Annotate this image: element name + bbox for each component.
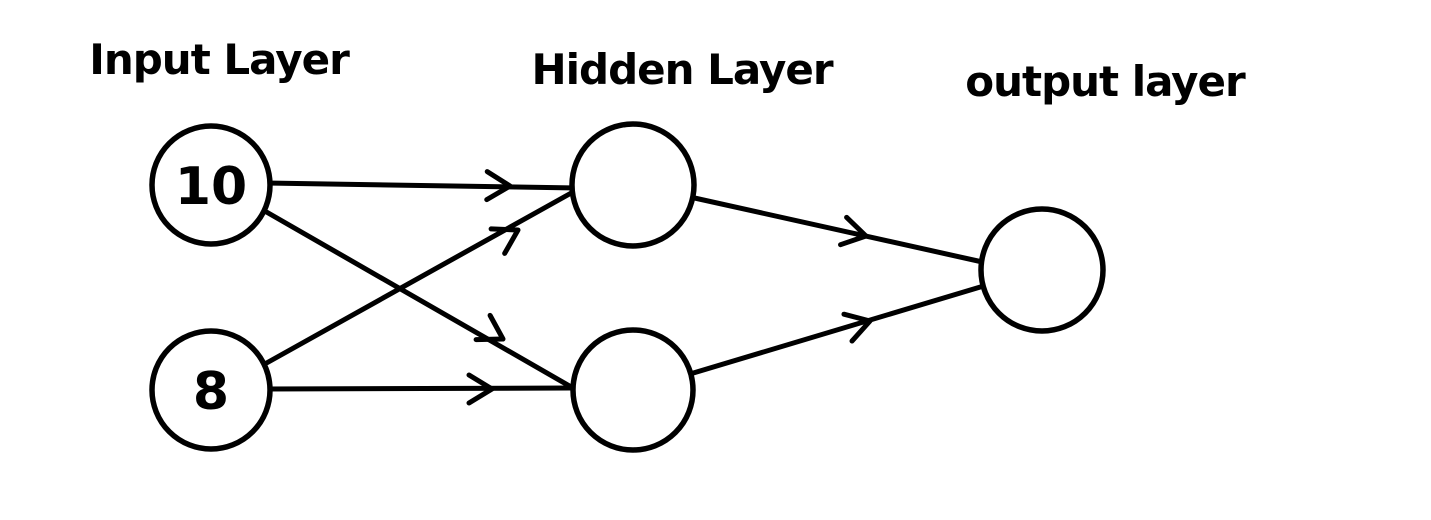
edge-input1-to-hidden1 <box>263 169 581 203</box>
node-circle <box>570 327 696 453</box>
node-circle <box>149 123 273 247</box>
arrowhead-icon <box>838 214 869 248</box>
edge-line <box>260 207 576 391</box>
node-hidden-1 <box>569 121 697 249</box>
hidden-layer-label: Hidden Layer <box>531 45 833 94</box>
edge-hidden2-to-output1 <box>687 282 990 377</box>
node-input-2-label: 8 <box>193 362 229 422</box>
node-input-2: 8 <box>149 328 273 452</box>
node-output-1 <box>978 206 1106 334</box>
arrowhead-icon <box>484 169 513 203</box>
edge-input1-to-hidden2 <box>260 207 576 391</box>
arrowhead-icon <box>466 372 495 406</box>
edge-line <box>687 282 990 377</box>
edge-input2-to-hidden2 <box>263 372 574 406</box>
edge-line <box>260 189 576 368</box>
node-circle <box>978 206 1106 334</box>
node-input-1-label: 10 <box>175 157 247 217</box>
edge-input2-to-hidden1 <box>260 189 576 368</box>
arrowhead-icon <box>841 311 873 344</box>
edge-line <box>687 194 990 266</box>
arrowhead-icon <box>488 226 521 256</box>
output-layer-label: output layer <box>965 57 1246 106</box>
edge-line <box>263 180 581 191</box>
node-circle <box>149 328 273 452</box>
input-layer-label: Input Layer <box>89 35 350 84</box>
edge-hidden1-to-output1 <box>687 194 990 266</box>
node-circle <box>569 121 697 249</box>
node-input-1: 10 <box>149 123 273 247</box>
edge-line <box>263 385 574 392</box>
arrowhead-icon <box>473 312 506 343</box>
node-hidden-2 <box>570 327 696 453</box>
